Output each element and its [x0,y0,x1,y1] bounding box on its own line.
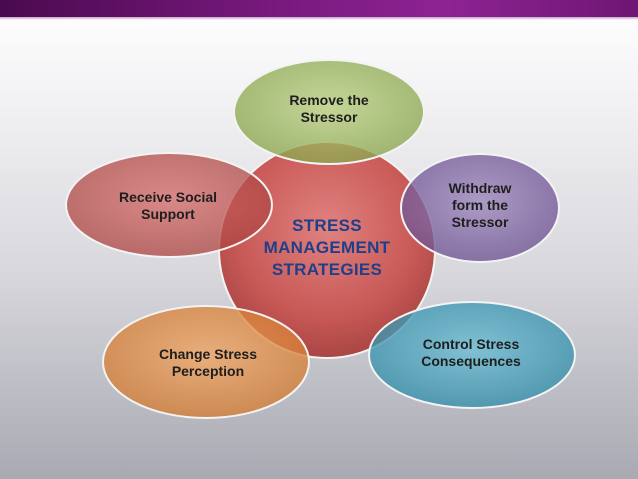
title-bar-edge [0,17,638,20]
node-control-consequences [368,301,576,409]
node-remove-stressor [233,59,425,165]
node-change-perception [102,305,310,419]
node-social-support [65,152,273,258]
title-bar [0,0,638,17]
node-withdraw-stressor [400,153,560,263]
